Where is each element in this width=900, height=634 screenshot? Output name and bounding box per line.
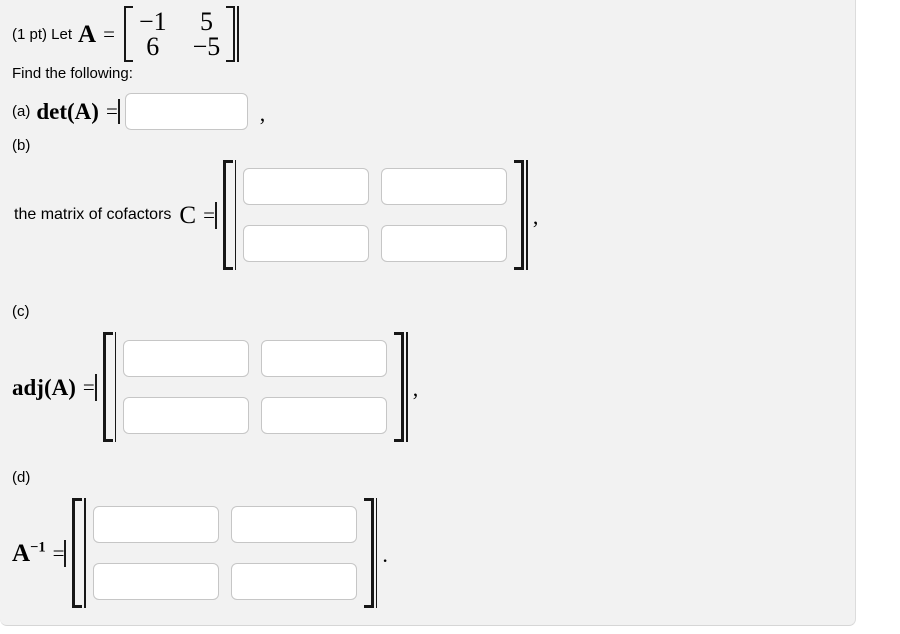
find-following-text: Find the following: (12, 65, 133, 82)
part-b-label-row: (b) (12, 137, 30, 154)
inverse-cells (86, 498, 364, 608)
adj-input-11[interactable] (123, 340, 250, 377)
part-c-label-row: (c) (12, 303, 30, 320)
cofactors-text: the matrix of cofactors (14, 206, 172, 223)
period: . (382, 542, 388, 567)
comma: , (532, 204, 539, 229)
matrix-a-cell-21: 6 (146, 32, 160, 61)
matrix-a-cell-12: 5 (199, 7, 213, 36)
left-bracket (123, 6, 133, 62)
cofactor-cells (236, 160, 514, 270)
cofactor-input-22[interactable] (381, 225, 508, 262)
adj-expression: adj(A) (12, 374, 76, 400)
cursor-bar (64, 539, 67, 567)
equals-sign: = (82, 374, 95, 399)
part-b-equation: the matrix of cofactors C = , (14, 159, 538, 271)
matrix-a-cells: −1 5 6 −5 (133, 6, 226, 62)
right-bracket (226, 6, 236, 62)
cursor-bar (117, 99, 120, 124)
vertical-rule (406, 332, 408, 442)
comma: , (259, 100, 266, 126)
det-input[interactable] (124, 93, 248, 130)
part-d-label: (d) (12, 469, 31, 486)
a-inverse-exponent: −1 (30, 539, 46, 556)
vertical-rule (84, 498, 86, 608)
left-bracket (222, 160, 233, 270)
cofactor-matrix (222, 160, 528, 270)
part-d-label-row: (d) (12, 469, 30, 486)
matrix-a-cell-22: −5 (192, 32, 221, 61)
intro-line: (1 pt) Let A = −1 5 6 −5 (12, 6, 239, 62)
equals-sign: = (203, 202, 215, 227)
matrix-a-cell-11: −1 (138, 7, 167, 36)
inverse-input-11[interactable] (92, 506, 219, 543)
adj-input-22[interactable] (261, 397, 388, 434)
a-inverse-base: A (12, 539, 31, 567)
intro-text: (1 pt) Let (12, 25, 73, 43)
adj-input-12[interactable] (261, 340, 388, 377)
adj-cells (116, 332, 394, 442)
problem-panel: (1 pt) Let A = −1 5 6 −5 Find the follow… (0, 0, 856, 626)
cofactor-variable: C (179, 201, 197, 229)
cofactor-input-21[interactable] (243, 225, 370, 262)
left-bracket (102, 332, 113, 442)
vertical-rule (234, 160, 237, 270)
left-bracket (72, 498, 83, 608)
equals-sign: = (52, 540, 65, 565)
part-a-row: (a) det(A) = , (12, 93, 265, 130)
part-d-equation: A−1 = . (12, 496, 388, 610)
a-inverse-expression: A−1 (12, 539, 46, 567)
right-bracket (514, 160, 525, 270)
matrix-a: −1 5 6 −5 (123, 6, 239, 62)
equals-sign: = (103, 21, 115, 46)
inverse-input-21[interactable] (92, 563, 219, 600)
cofactor-input-11[interactable] (243, 168, 370, 205)
vertical-rule (237, 6, 239, 62)
vertical-rule (375, 498, 378, 608)
part-c-equation: adj(A) = , (12, 330, 418, 444)
adj-matrix (102, 332, 408, 442)
adj-input-21[interactable] (123, 397, 250, 434)
inverse-input-22[interactable] (230, 563, 357, 600)
vertical-rule (114, 332, 117, 442)
inverse-matrix (72, 498, 378, 608)
inverse-input-12[interactable] (230, 506, 357, 543)
cofactor-input-12[interactable] (381, 168, 508, 205)
cursor-bar (94, 373, 97, 401)
right-bracket (363, 498, 374, 608)
comma: , (412, 376, 419, 401)
part-b-label: (b) (12, 137, 31, 154)
part-c-label: (c) (12, 303, 30, 320)
matrix-a-variable: A (78, 20, 97, 48)
det-expression: det(A) (36, 99, 99, 124)
find-following-line: Find the following: (12, 65, 133, 82)
right-bracket (394, 332, 405, 442)
cursor-bar (214, 201, 217, 229)
part-a-label: (a) (12, 103, 31, 120)
vertical-rule (526, 160, 528, 270)
equals-sign: = (105, 99, 118, 123)
